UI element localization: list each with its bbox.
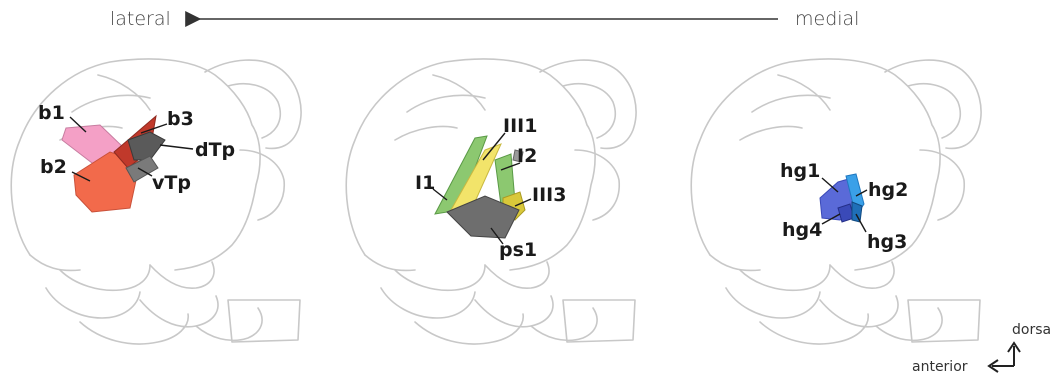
muscle-hg3 [852, 202, 862, 222]
label-I1: I1 [415, 172, 435, 194]
orientation-compass: dorsal anterior [912, 322, 1050, 375]
anterior-label: anterior [912, 359, 968, 375]
dorsal-label: dorsal [1012, 322, 1050, 338]
label-III1: III1 [503, 115, 537, 137]
panel-right: hg1 hg2 hg4 hg3 [691, 59, 981, 344]
label-hg2: hg2 [868, 179, 908, 201]
panel-middle: III1 I2 I1 III3 ps1 [346, 59, 636, 344]
label-ps1: ps1 [499, 239, 537, 261]
panel-left: b1 b3 dTp b2 vTp [11, 59, 301, 344]
label-hg4: hg4 [782, 219, 822, 241]
label-vTp: vTp [152, 172, 191, 194]
leader-dTp [160, 145, 193, 149]
label-dTp: dTp [195, 139, 235, 161]
lateral-label: lateral [110, 8, 171, 30]
label-III3: III3 [532, 184, 566, 206]
label-b2: b2 [40, 156, 67, 178]
label-hg3: hg3 [867, 231, 907, 253]
label-b1: b1 [38, 102, 65, 124]
label-I2: I2 [517, 145, 537, 167]
label-hg1: hg1 [780, 160, 820, 182]
medial-label: medial [795, 8, 859, 30]
label-b3: b3 [167, 108, 194, 130]
